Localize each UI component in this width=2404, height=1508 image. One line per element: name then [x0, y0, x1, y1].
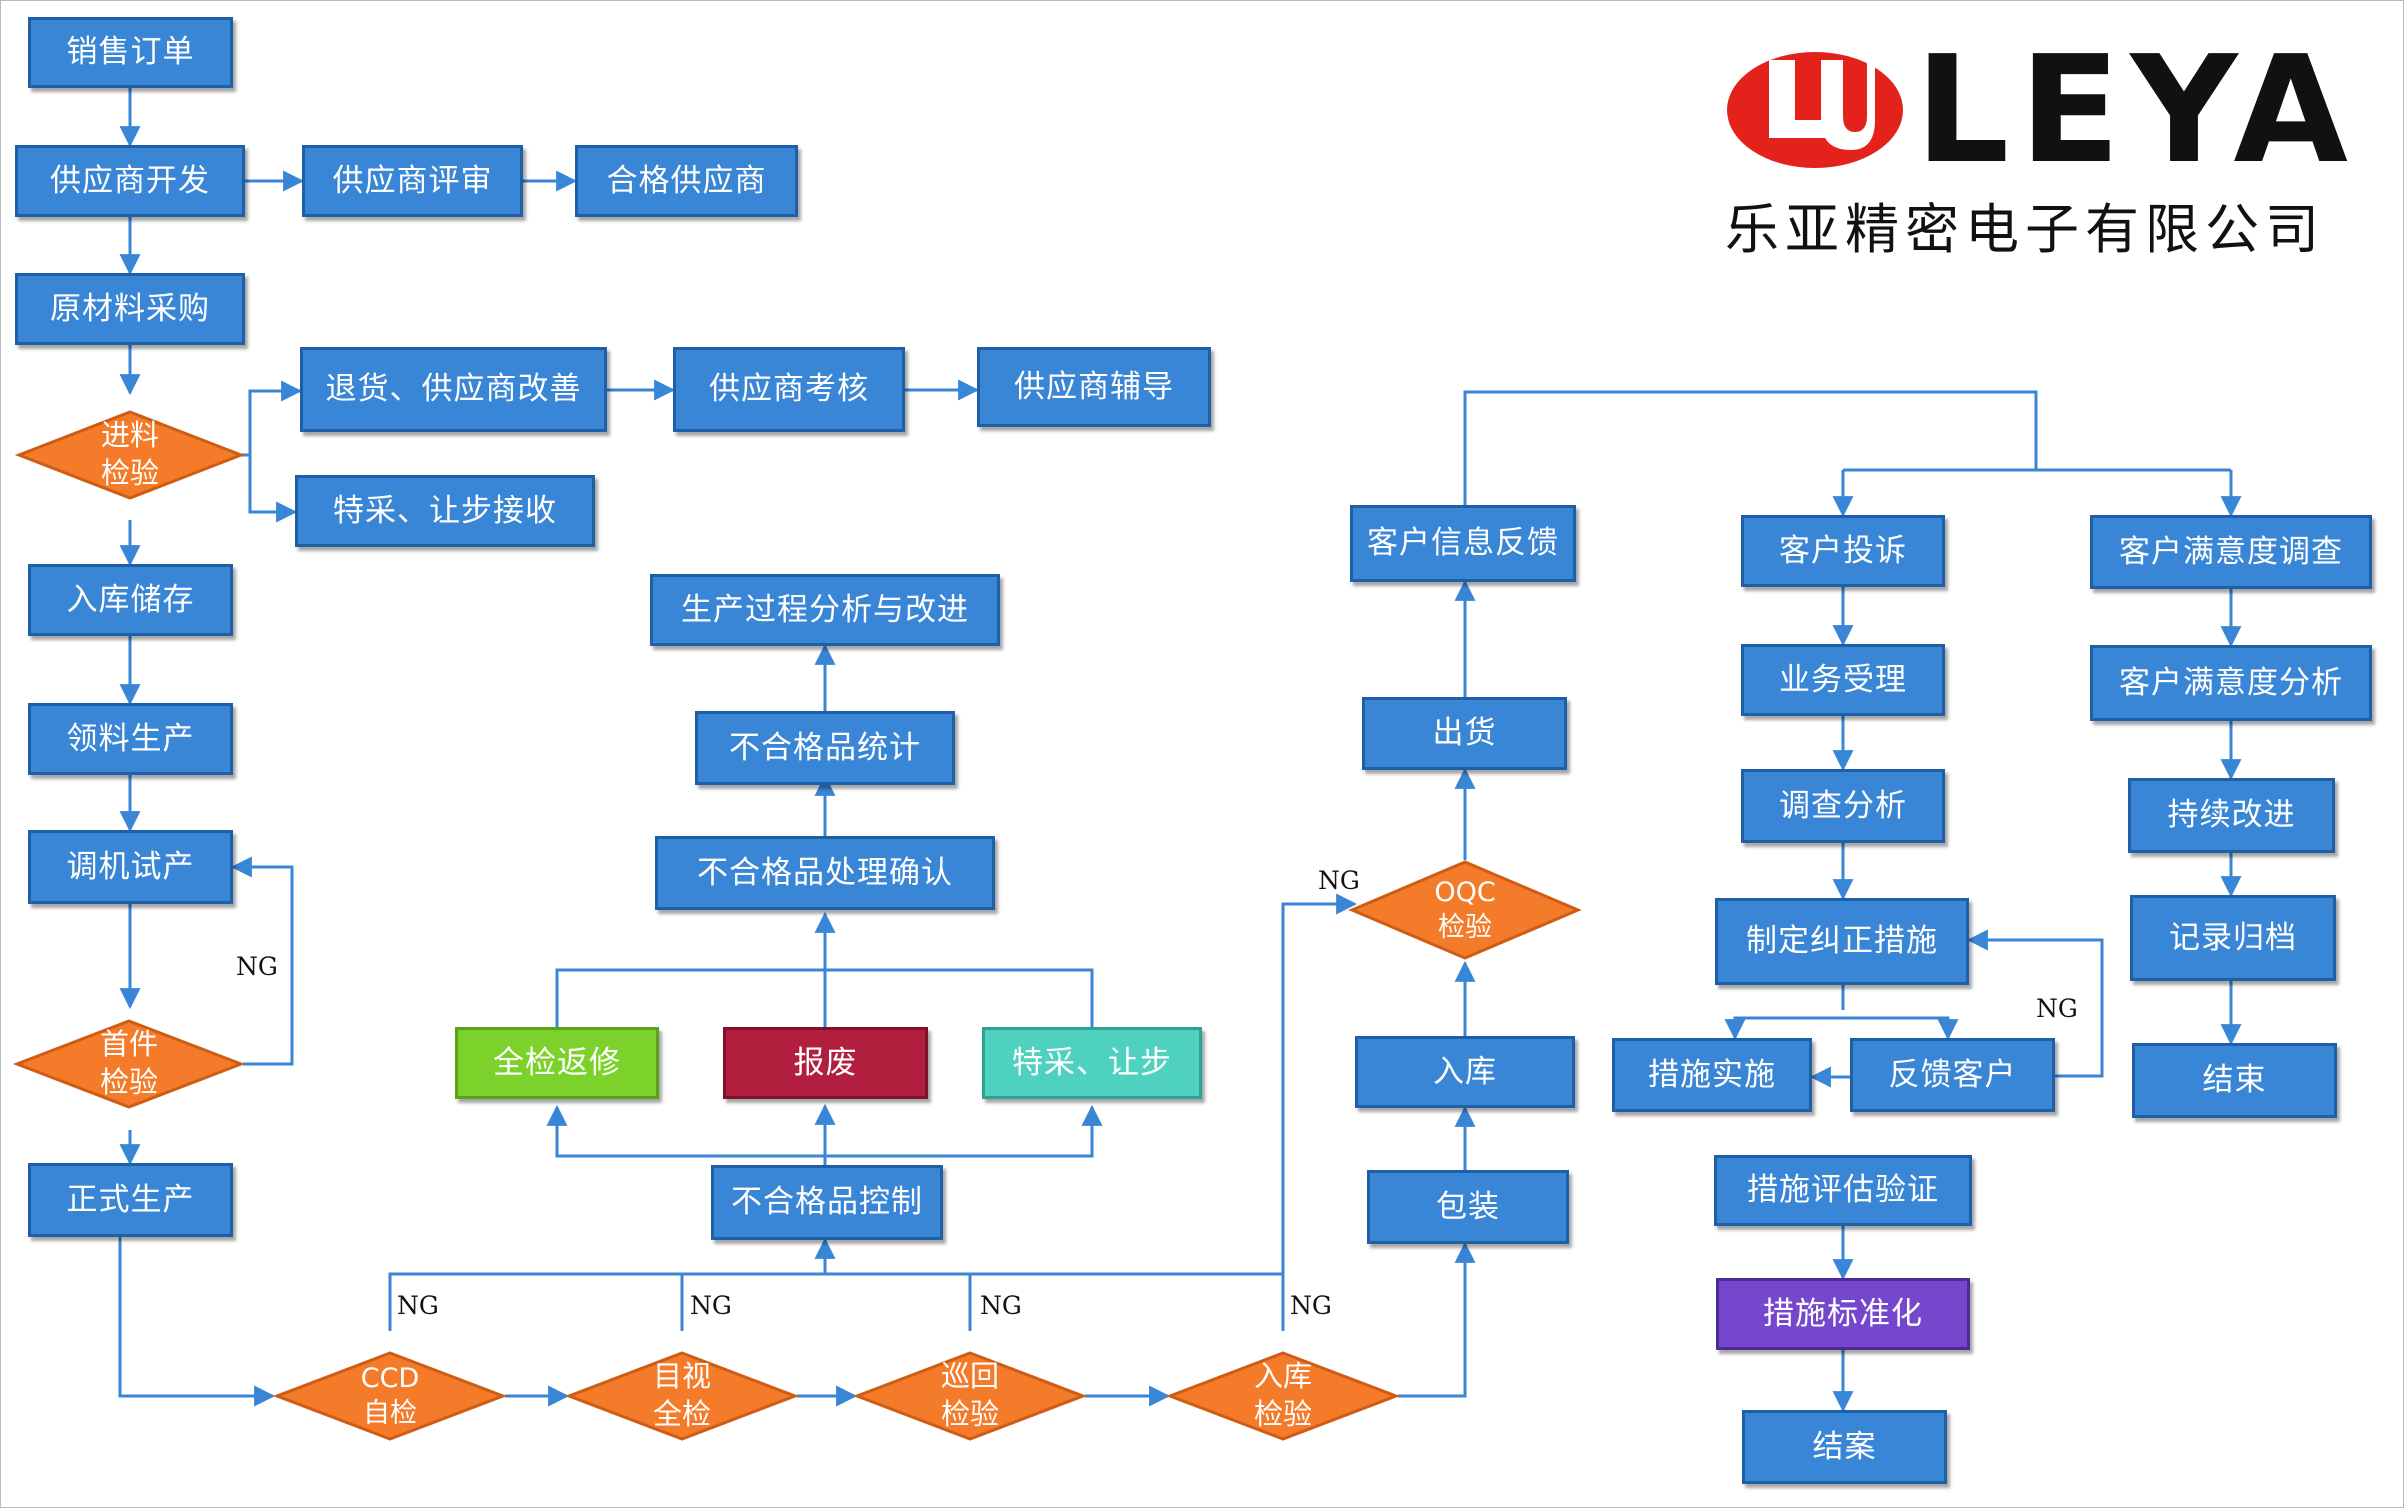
- node-satisfaction-analysis: 客户满意度分析: [2090, 645, 2372, 721]
- node-special-acceptance: 特采、让步接收: [295, 475, 595, 547]
- node-measure-implementation: 措施实施: [1612, 1038, 1812, 1112]
- node-warehouse-in: 入库: [1355, 1036, 1575, 1108]
- diamond-shape: [12, 1019, 246, 1109]
- node-packing: 包装: [1367, 1170, 1569, 1244]
- decision-first-article: 首件检验: [12, 1019, 246, 1109]
- diamond-shape: [14, 410, 246, 500]
- node-supplier-development: 供应商开发: [15, 145, 245, 217]
- node-case-closed: 结案: [1742, 1410, 1947, 1484]
- ng-label-ccd: NG: [397, 1291, 439, 1320]
- decision-label: 巡回检验: [940, 1359, 999, 1431]
- node-process-analysis: 生产过程分析与改进: [650, 574, 1000, 646]
- company-name: 乐亚精密电子有限公司: [1725, 198, 2325, 261]
- ng-label-patrol: NG: [980, 1291, 1022, 1320]
- node-end: 结束: [2132, 1043, 2337, 1118]
- node-customer-complaint: 客户投诉: [1741, 515, 1945, 587]
- node-qualified-supplier: 合格供应商: [575, 145, 798, 217]
- decision-label: 进料检验: [100, 418, 159, 490]
- node-nonconforming-control: 不合格品控制: [711, 1165, 943, 1240]
- node-continuous-improvement: 持续改进: [2128, 778, 2335, 853]
- node-customer-feedback: 客户信息反馈: [1350, 505, 1576, 582]
- node-supplier-review: 供应商评审: [302, 145, 523, 217]
- ng-label-warehouse: NG: [1290, 1291, 1332, 1320]
- node-shipping: 出货: [1362, 697, 1567, 770]
- node-storage: 入库储存: [28, 564, 233, 636]
- diamond-shape: [272, 1351, 508, 1441]
- diamond-shape: [564, 1351, 800, 1441]
- decision-label: 目视全检: [652, 1359, 711, 1431]
- node-full-rework: 全检返修: [455, 1027, 659, 1099]
- node-sales-order: 销售订单: [28, 17, 233, 88]
- node-nonconforming-confirm: 不合格品处理确认: [655, 836, 995, 910]
- ng-label-oqc: NG: [1318, 866, 1360, 895]
- diamond-shape: [852, 1351, 1088, 1441]
- node-return-supplier-improvement: 退货、供应商改善: [300, 347, 607, 432]
- node-corrective-measures: 制定纠正措施: [1715, 898, 1969, 985]
- decision-label: CCD自检: [360, 1362, 420, 1429]
- node-pick-material: 领料生产: [28, 703, 233, 775]
- brand-wordmark: LEYA: [1915, 24, 2358, 196]
- decision-label: 首件检验: [99, 1027, 158, 1099]
- node-raw-material-purchase: 原材料采购: [15, 273, 245, 345]
- decision-ccd-self-check: CCD自检: [272, 1351, 508, 1441]
- node-trial-production: 调机试产: [28, 830, 233, 904]
- lu-monogram-icon: [1727, 52, 1903, 168]
- company-logo: LEYA 乐亚精密电子有限公司: [1725, 36, 2348, 261]
- decision-label: OQC检验: [1434, 876, 1496, 943]
- node-supplier-coaching: 供应商辅导: [977, 347, 1211, 427]
- ng-label-visual: NG: [690, 1291, 732, 1320]
- node-investigation-analysis: 调查分析: [1741, 769, 1945, 843]
- node-nonconforming-stats: 不合格品统计: [695, 711, 955, 785]
- node-supplier-assessment: 供应商考核: [673, 347, 905, 432]
- node-special-concession: 特采、让步: [982, 1027, 1202, 1099]
- node-measure-evaluation: 措施评估验证: [1714, 1155, 1972, 1226]
- node-business-acceptance: 业务受理: [1741, 644, 1945, 716]
- node-feedback-customer: 反馈客户: [1850, 1038, 2055, 1112]
- node-measure-standardization: 措施标准化: [1716, 1278, 1970, 1350]
- decision-visual-full-check: 目视全检: [564, 1351, 800, 1441]
- ng-label-first-article: NG: [236, 952, 278, 981]
- node-record-archive: 记录归档: [2130, 895, 2336, 981]
- decision-warehouse-inspection: 入库检验: [1165, 1351, 1401, 1441]
- decision-label: 入库检验: [1253, 1359, 1312, 1431]
- node-formal-production: 正式生产: [28, 1163, 233, 1237]
- node-scrap: 报废: [723, 1027, 928, 1099]
- decision-incoming-inspection: 进料检验: [14, 410, 246, 500]
- diamond-shape: [1165, 1351, 1401, 1441]
- decision-patrol-inspection: 巡回检验: [852, 1351, 1088, 1441]
- node-satisfaction-survey: 客户满意度调查: [2090, 515, 2372, 589]
- ng-label-feedback: NG: [2036, 994, 2078, 1023]
- diamond-shape: [1348, 860, 1582, 960]
- decision-oqc-inspection: OQC检验: [1348, 860, 1582, 960]
